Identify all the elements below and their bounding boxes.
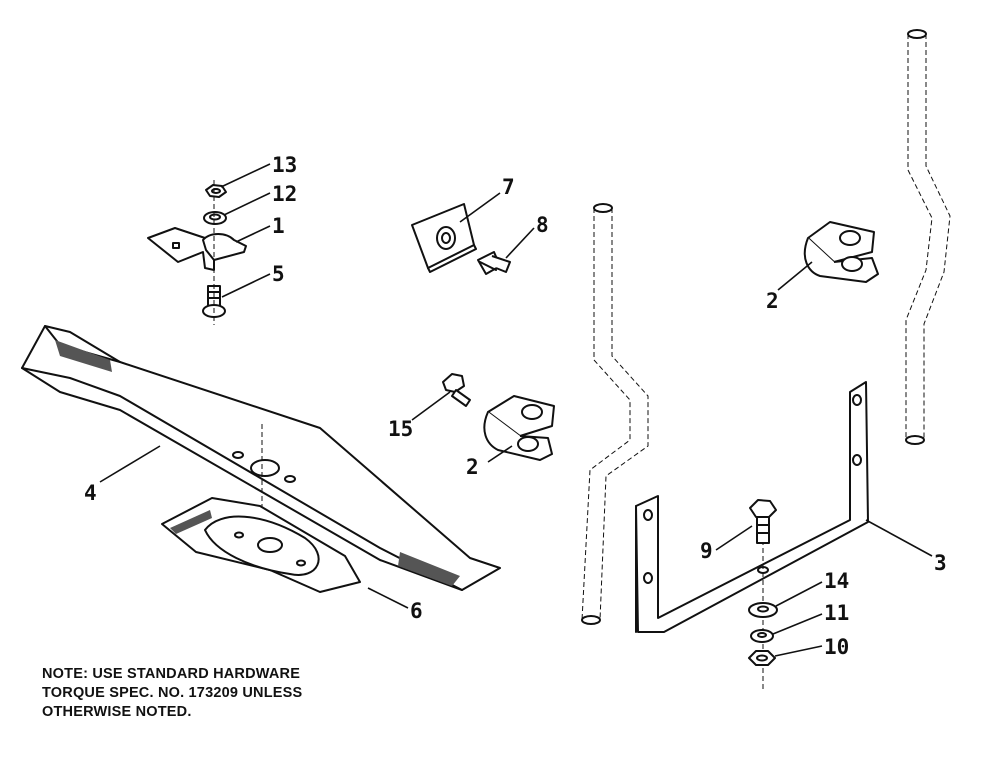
- note-line-2: TORQUE SPEC. NO. 173209 UNLESS: [42, 685, 303, 701]
- handle-tube-right: [905, 29, 951, 445]
- bolt-9: [749, 499, 777, 544]
- callout-5: 5: [272, 262, 285, 286]
- hex-nut-10: [748, 650, 776, 666]
- callout-9: 9: [700, 539, 713, 563]
- mower-blade-4: [21, 325, 501, 591]
- callout-10: 10: [824, 635, 849, 659]
- callout-2-center: 2: [466, 455, 479, 479]
- screw-15: [442, 373, 471, 407]
- torque-note: NOTE: USE STANDARD HARDWARE TORQUE SPEC.…: [42, 665, 382, 722]
- note-line-1: NOTE: USE STANDARD HARDWARE: [42, 666, 301, 682]
- lock-washer-12: [203, 211, 227, 225]
- callout-12: 12: [272, 182, 297, 206]
- note-line-3: OTHERWISE NOTED.: [42, 704, 192, 720]
- callout-1: 1: [272, 214, 285, 238]
- blade-adapter-6: [161, 497, 361, 593]
- hex-nut-13: [205, 184, 227, 198]
- callout-11: 11: [824, 601, 849, 625]
- screw-8: [477, 251, 511, 275]
- callout-2-right: 2: [766, 289, 779, 313]
- callout-8: 8: [536, 213, 549, 237]
- leader-lines: [99, 163, 933, 657]
- handle-tube-left: [581, 203, 649, 625]
- callout-14: 14: [824, 569, 849, 593]
- u-bracket-3: [635, 381, 869, 633]
- bracket-1: [147, 227, 247, 271]
- u-clamp-2-right: [803, 221, 879, 283]
- u-clamp-2-center: [483, 395, 555, 461]
- callout-6: 6: [410, 599, 423, 623]
- lock-washer-11: [750, 629, 774, 643]
- callout-15: 15: [388, 417, 413, 441]
- clamp-plate-7: [411, 203, 477, 273]
- callout-4: 4: [84, 481, 97, 505]
- callout-13: 13: [272, 153, 297, 177]
- callout-7: 7: [502, 175, 515, 199]
- callout-3: 3: [934, 551, 947, 575]
- flat-washer-14: [748, 602, 778, 618]
